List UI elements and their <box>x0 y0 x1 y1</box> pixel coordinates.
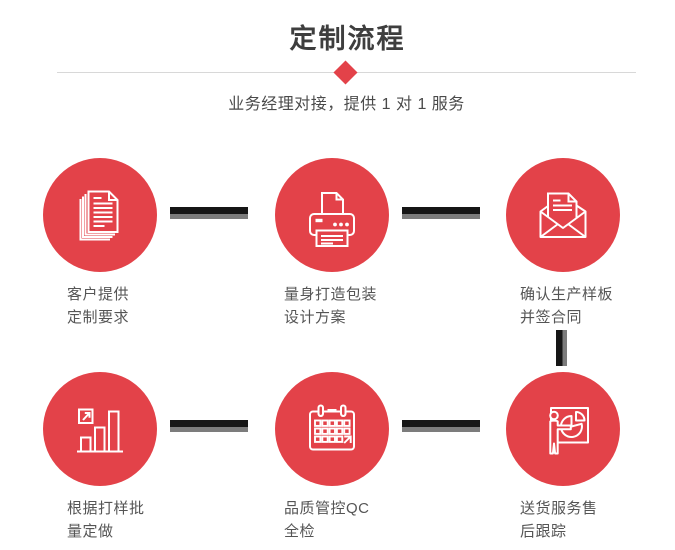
section-title: 定制流程 <box>289 24 406 54</box>
step-label-customer-requirements: 客户提供 定制要求 <box>67 283 129 329</box>
calendar-icon <box>309 404 355 451</box>
step-label-line: 并签合同 <box>520 309 583 326</box>
step-label-batch-production: 根据打样批 量定做 <box>67 497 145 543</box>
diamond-marker <box>333 60 358 85</box>
growth-chart-icon <box>77 408 123 453</box>
step-label-line: 确认生产样板 <box>520 286 614 303</box>
step-label-sample-contract: 确认生产样板 并签合同 <box>520 283 613 329</box>
step-label-line: 设计方案 <box>284 309 347 326</box>
step-label-packaging-design: 量身打造包装 设计方案 <box>284 283 377 329</box>
step-label-line: 客户提供 <box>67 286 130 303</box>
envelope-letter-icon <box>539 192 587 238</box>
step-label-line: 全检 <box>284 523 316 540</box>
step-label-quality-control: 品质管控QC 全检 <box>284 497 370 543</box>
step-label-line: 定制要求 <box>67 309 130 326</box>
step-circle-packaging-design <box>275 158 389 272</box>
step-label-line: 后跟踪 <box>520 523 567 540</box>
documents-icon <box>79 190 119 241</box>
step-label-line: 根据打样批 <box>67 500 145 517</box>
step-label-line: 品质管控QC <box>284 500 370 517</box>
step-circle-quality-control <box>275 372 389 486</box>
connector-step2-step3 <box>402 207 480 219</box>
section-subtitle: 业务经理对接，提供 1 对 1 服务 <box>228 96 465 113</box>
connector-step1-step2 <box>170 207 248 219</box>
step-circle-sample-contract <box>506 158 620 272</box>
step-label-line: 送货服务售 <box>520 500 598 517</box>
presentation-icon <box>549 407 589 455</box>
connector-step5-step6 <box>402 420 480 432</box>
step-label-delivery-aftersales: 送货服务售 后跟踪 <box>520 497 598 543</box>
step-circle-batch-production <box>43 372 157 486</box>
printer-icon <box>309 192 355 247</box>
step-label-line: 量定做 <box>67 523 114 540</box>
step-label-line: 量身打造包装 <box>284 286 378 303</box>
step-circle-customer-requirements <box>43 158 157 272</box>
connector-step4-step5 <box>170 420 248 432</box>
connector-step3-step6 <box>556 330 567 366</box>
step-circle-delivery-aftersales <box>506 372 620 486</box>
